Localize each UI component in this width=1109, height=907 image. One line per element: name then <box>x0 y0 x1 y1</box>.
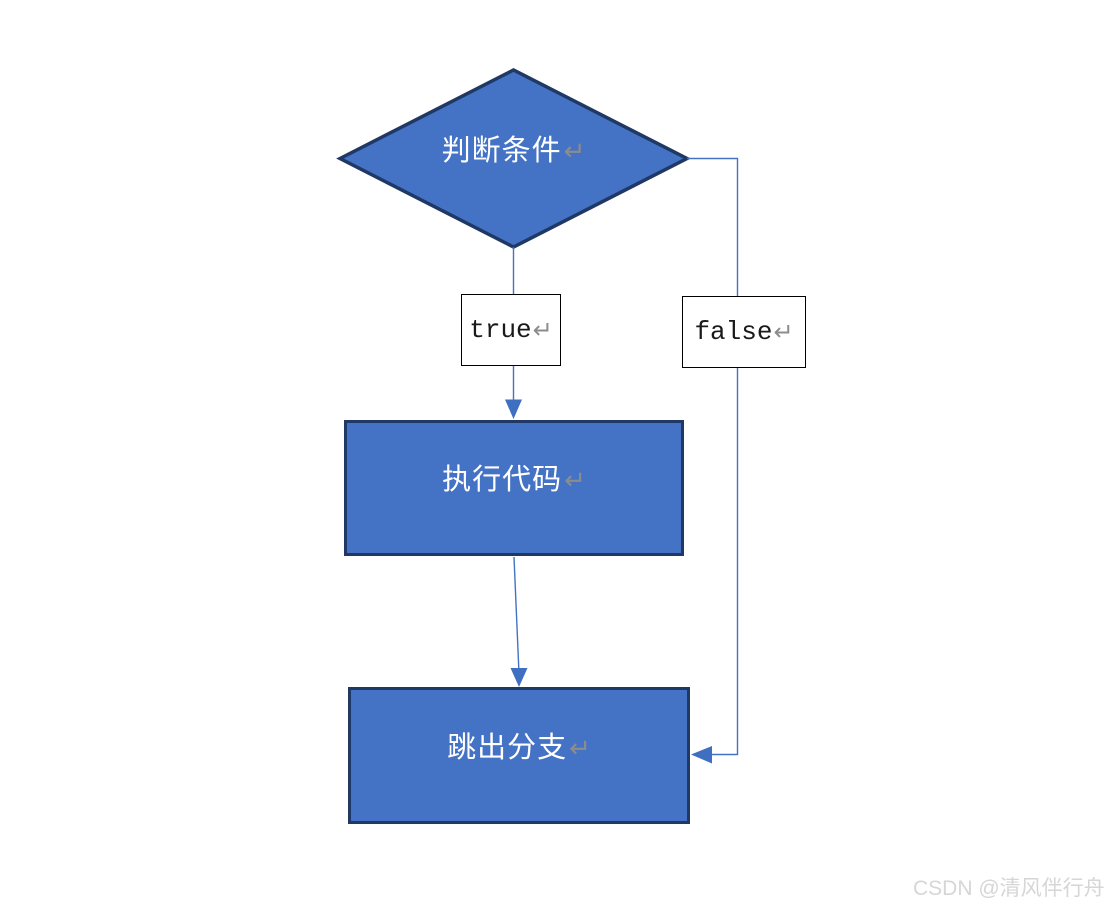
connector-process-to-exit <box>513 556 520 670</box>
watermark-text: CSDN @清风伴行舟 <box>913 877 1105 900</box>
exit-label-text: 跳出分支↵ <box>447 724 591 766</box>
exit-label: 跳出分支 <box>447 731 568 764</box>
false-branch-label-box: false↵ <box>682 296 806 368</box>
true-branch-label-box: true↵ <box>461 294 561 366</box>
true-label: true <box>469 315 532 345</box>
process-label: 执行代码 <box>442 464 563 496</box>
arrowhead-into-exit-right <box>691 746 712 764</box>
false-label: false <box>694 317 773 347</box>
return-mark-icon: ↵ <box>569 732 591 763</box>
return-mark-icon: ↵ <box>564 465 586 495</box>
return-mark-icon: ↵ <box>773 318 794 346</box>
arrowhead-into-process <box>505 399 522 419</box>
watermark: CSDN @清风伴行舟 <box>913 872 1105 902</box>
process-label-text: 执行代码↵ <box>442 456 586 498</box>
return-mark-icon: ↵ <box>532 316 553 344</box>
arrowhead-into-exit-top <box>510 668 528 687</box>
decision-diamond-shape <box>336 68 691 249</box>
process-node: 执行代码↵ <box>344 420 684 556</box>
exit-node: 跳出分支↵ <box>348 687 690 824</box>
connector-false-branch <box>687 157 739 756</box>
